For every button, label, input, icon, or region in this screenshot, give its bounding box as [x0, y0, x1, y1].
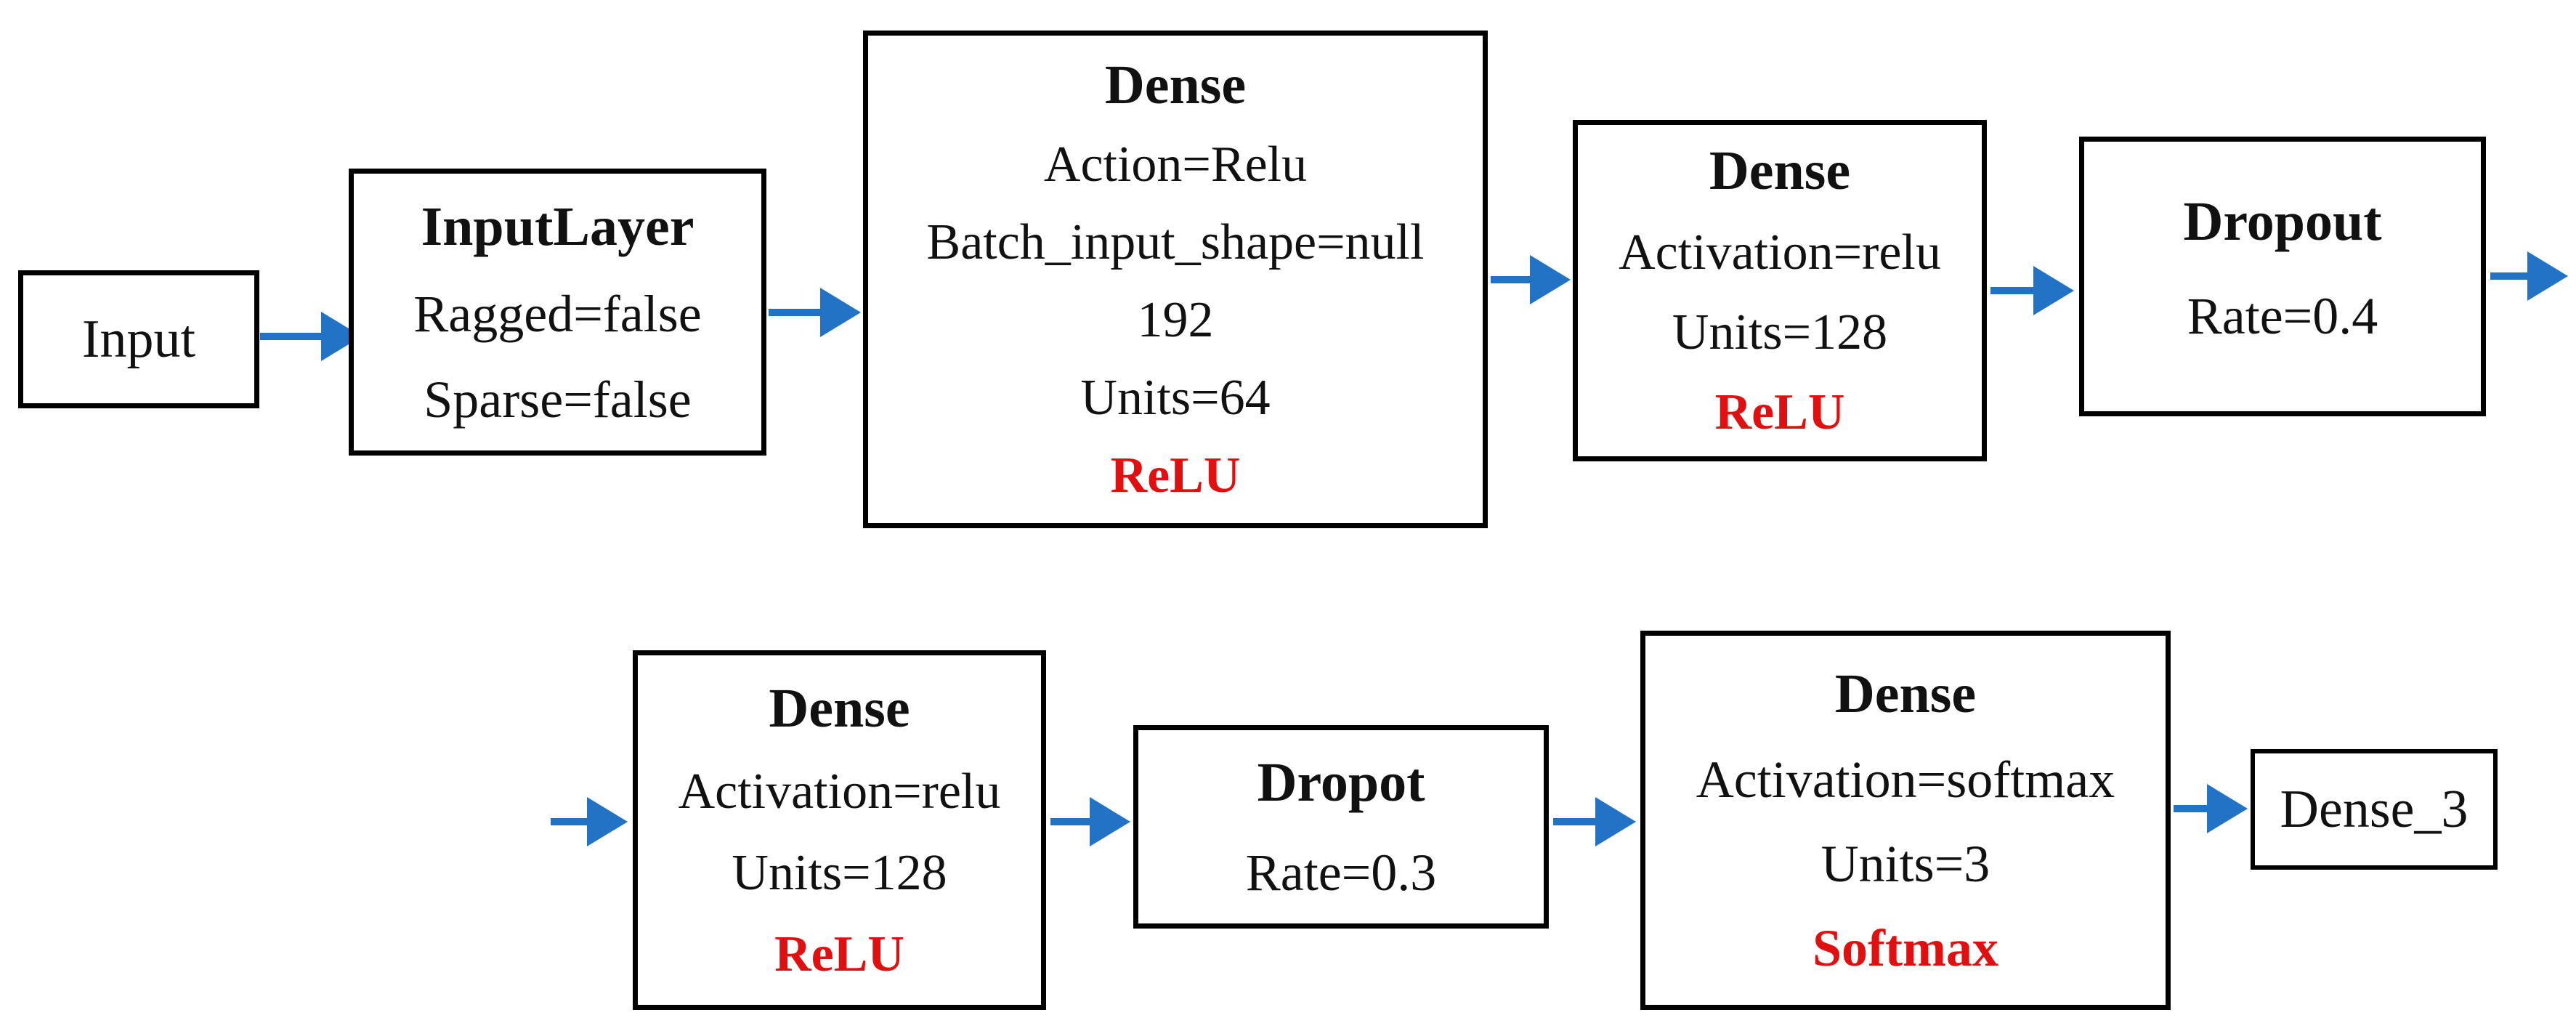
dropot-box: Dropot Rate=0.3: [1133, 725, 1549, 929]
arrow-shaft: [1050, 818, 1090, 825]
inputlayer-box: InputLayer Ragged=false Sparse=false: [349, 169, 766, 456]
arrowhead-icon: [1530, 255, 1571, 304]
arrow-shaft: [769, 309, 820, 316]
arrowhead-icon: [820, 288, 861, 337]
arrowhead-icon: [2033, 266, 2074, 315]
dropout1-box: Dropout Rate=0.4: [2079, 137, 2486, 416]
dense1-box: Dense Action=Relu Batch_input_shape=null…: [863, 31, 1488, 528]
flow-arrow-inputlayer-to-dense1: [769, 288, 861, 337]
dense3-activation: Activation=relu: [678, 763, 1001, 820]
arrowhead-icon: [587, 797, 628, 846]
arrow-shaft: [551, 818, 587, 825]
arrow-shaft: [1990, 287, 2033, 294]
flow-arrow-dense1-to-dense2: [1491, 255, 1571, 304]
dense2-box: Dense Activation=relu Units=128 ReLU: [1573, 120, 1987, 461]
dense2-units: Units=128: [1672, 304, 1888, 360]
dropot-rate: Rate=0.3: [1245, 844, 1437, 902]
dense4-activation: Activation=softmax: [1696, 751, 2115, 809]
arrow-shaft: [1553, 818, 1595, 825]
arrow-shaft: [2490, 272, 2527, 280]
dropout1-title: Dropout: [2183, 191, 2382, 252]
flow-arrow-dropout1-to-next-row: [2490, 251, 2568, 301]
arrowhead-icon: [1090, 797, 1130, 846]
dense4-title: Dense: [1834, 663, 1977, 724]
inputlayer-sparse: Sparse=false: [424, 370, 692, 429]
flow-arrow-dense3-to-dropot: [1050, 797, 1130, 846]
input-label: Input: [81, 310, 196, 369]
dense3-box: Dense Activation=relu Units=128 ReLU: [633, 650, 1046, 1010]
arrow-shaft: [260, 333, 321, 340]
dense4-box: Dense Activation=softmax Units=3 Softmax: [1640, 631, 2171, 1010]
dense1-units: Units=64: [1080, 370, 1271, 426]
flow-arrow-into-dense3: [551, 797, 628, 846]
dense4-units: Units=3: [1820, 835, 1990, 893]
arrowhead-icon: [2207, 784, 2248, 833]
dense3-activation-badge: ReLU: [774, 926, 904, 982]
dense1-batch-input-shape-value: 192: [1137, 292, 1214, 348]
flow-arrow-dense2-to-dropout1: [1990, 266, 2074, 315]
output-label: Dense_3: [2280, 780, 2468, 839]
dense2-activation-badge: ReLU: [1714, 384, 1845, 440]
flow-arrow-dense4-to-output: [2174, 784, 2248, 833]
dropot-title: Dropot: [1257, 752, 1425, 813]
inputlayer-title: InputLayer: [421, 195, 694, 257]
dense4-activation-badge: Softmax: [1812, 919, 1998, 977]
dense3-units: Units=128: [732, 844, 947, 901]
dense2-activation: Activation=relu: [1619, 225, 1941, 280]
output-dense3-box: Dense_3: [2251, 749, 2498, 870]
dense1-batch-input-shape: Batch_input_shape=null: [926, 214, 1425, 270]
arrow-shaft: [1491, 276, 1530, 283]
dropout1-rate: Rate=0.4: [2187, 287, 2378, 345]
arrowhead-icon: [2527, 251, 2568, 301]
dense1-action: Action=Relu: [1043, 137, 1308, 193]
arrow-shaft: [2174, 805, 2207, 812]
arrowhead-icon: [1595, 797, 1636, 846]
input-box: Input: [18, 270, 259, 408]
inputlayer-ragged: Ragged=false: [413, 284, 702, 343]
dense1-activation-badge: ReLU: [1110, 448, 1241, 504]
dense3-title: Dense: [769, 677, 910, 739]
dense2-title: Dense: [1709, 140, 1851, 201]
flow-arrow-dropot-to-dense4: [1553, 797, 1636, 846]
flow-arrow-input-to-inputlayer: [260, 312, 362, 361]
dense1-title: Dense: [1104, 54, 1247, 116]
